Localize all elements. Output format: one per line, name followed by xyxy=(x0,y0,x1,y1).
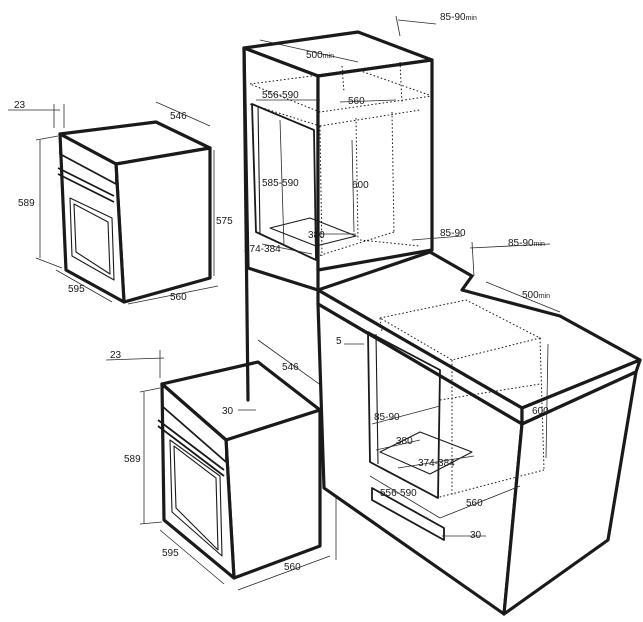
dim-500-min: 500min xyxy=(522,290,550,301)
dim-23: 23 xyxy=(110,350,122,361)
dim-85-90: 85-90 xyxy=(374,412,400,423)
dim-589: 589 xyxy=(18,198,35,209)
oven-top xyxy=(57,120,212,304)
dim-595: 595 xyxy=(162,548,179,559)
base-cabinet-dimensions: 85-90min 500min 5 600 85-90 380 374-384 … xyxy=(336,238,561,541)
dim-575: 575 xyxy=(216,216,233,227)
dim-500-min: 500min xyxy=(306,50,334,61)
base-cabinet xyxy=(316,250,642,616)
dim-85-90-min: 85-90min xyxy=(440,12,477,23)
dim-560: 560 xyxy=(284,562,301,573)
dim-374-384: 374-384 xyxy=(418,458,455,469)
tall-cabinet-hidden-lines xyxy=(248,61,433,257)
dim-560: 560 xyxy=(466,498,483,509)
dim-85-90: 85-90 xyxy=(440,228,466,239)
dim-380: 380 xyxy=(308,230,325,241)
dim-560: 560 xyxy=(170,292,187,303)
base-cabinet-hidden-lines xyxy=(378,299,545,499)
tall-cabinet xyxy=(242,30,434,402)
dim-5: 5 xyxy=(336,336,342,347)
tall-cabinet-dimensions: 85-90min 500min 556-590 560 585-590 600 … xyxy=(244,12,477,255)
dim-30: 30 xyxy=(222,406,234,417)
dim-546: 546 xyxy=(170,111,187,122)
dim-600: 600 xyxy=(532,406,549,417)
oven-top-dimensions: 23 546 589 575 595 560 xyxy=(8,100,233,305)
dim-374-384: 374-384 xyxy=(244,244,281,255)
dim-556-590: 556-590 xyxy=(380,488,417,499)
dim-595: 595 xyxy=(68,284,85,295)
oven-bottom xyxy=(157,360,322,580)
dim-30: 30 xyxy=(470,530,482,541)
dim-546: 546 xyxy=(282,362,299,373)
dim-380: 380 xyxy=(396,436,413,447)
dim-585-590: 585-590 xyxy=(262,178,299,189)
dim-23: 23 xyxy=(14,100,26,111)
dim-556-590: 556-590 xyxy=(262,90,299,101)
dim-560: 560 xyxy=(348,96,365,107)
dim-600: 600 xyxy=(352,180,369,191)
dim-589: 589 xyxy=(124,454,141,465)
dim-85-90-min: 85-90min xyxy=(508,238,545,249)
